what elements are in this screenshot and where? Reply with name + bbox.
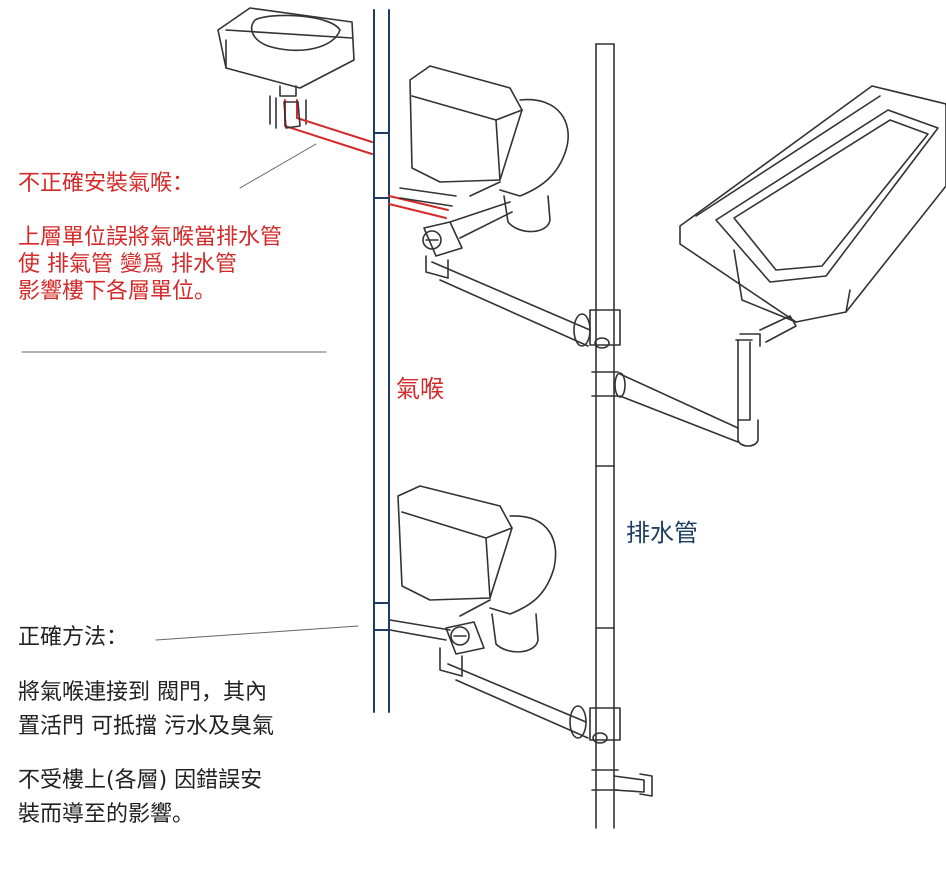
correct-method-note: 不受樓上(各層) 因錯誤安 裝而導至的影響。 [18, 764, 262, 832]
drain-stack [589, 43, 621, 829]
upper-toilet [409, 65, 569, 233]
lower-toilet [397, 485, 557, 653]
wrong-method-line: 使 排氣管 變爲 排水管 [18, 252, 237, 277]
wrong-method-title: 不正確安裝氣喉： [18, 171, 195, 196]
correct-method-note-line: 裝而導至的影響。 [18, 802, 195, 827]
bathtub [679, 85, 946, 343]
wrong-connection-toilet [388, 195, 449, 219]
wrong-method-description: 上層單位誤將氣喉當排水管 使 排氣管 變爲 排水管 影響樓下各層單位。 [18, 224, 282, 305]
correct-method-line: 將氣喉連接到 閥門，其內 [18, 680, 267, 705]
bathtub-branch [614, 333, 761, 447]
drain-pipe-label: 排水管 [626, 519, 698, 547]
correct-method-description: 將氣喉連接到 閥門，其內 置活門 可抵擋 污水及臭氣 [18, 676, 274, 744]
correct-method-title: 正確方法： [18, 625, 129, 650]
wrong-method-line: 上層單位誤將氣喉當排水管 [18, 225, 283, 250]
leader-lines [21, 143, 359, 641]
vent-stack [373, 9, 390, 713]
lower-toilet-branch [389, 619, 653, 797]
vent-pipe-label: 氣喉 [396, 375, 444, 403]
upper-toilet-branch [399, 187, 591, 347]
wrong-method-line: 影響樓下各層單位。 [18, 279, 217, 304]
wash-basin [217, 7, 355, 129]
correct-method-line: 置活門 可抵擋 污水及臭氣 [18, 714, 274, 739]
correct-method-note-line: 不受樓上(各層) 因錯誤安 [18, 768, 263, 793]
